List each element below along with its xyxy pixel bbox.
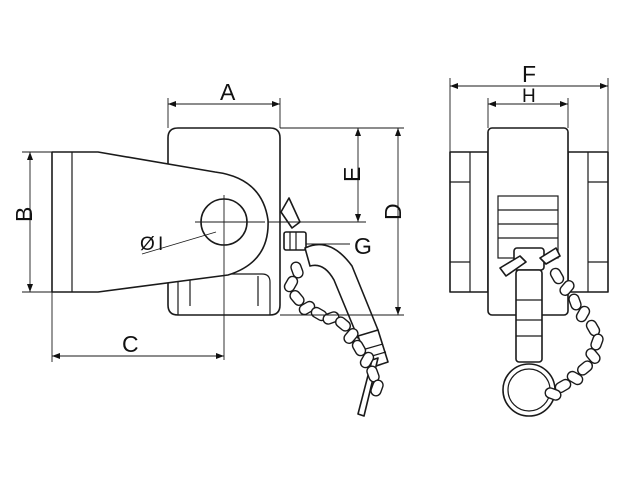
dimension-a: A [167,79,281,128]
dimension-b: B [11,151,52,293]
callout-g: G [306,233,372,259]
diameter-symbol: Ø [140,234,155,255]
label-e: E [339,167,365,182]
label-d: D [380,203,406,220]
label-h: H [522,86,536,107]
label-a: A [220,79,236,105]
front-pin-lever-r [539,247,561,265]
label-b: B [11,207,37,222]
front-pin-shaft [515,269,543,363]
dimension-c: C [51,292,224,362]
dimension-d: D [280,127,406,316]
left-flange [449,151,489,293]
pin-collar [283,231,307,251]
dimension-e: E [268,127,366,223]
dimension-i: Ø I [140,231,217,255]
front-chain [544,267,604,401]
label-g: G [354,233,372,259]
dimension-h: H [487,86,569,128]
side-view: A B C E [11,79,406,417]
side-chain [283,261,384,397]
label-c: C [122,331,139,357]
tongue-piece [51,151,269,293]
front-pin-lever [499,255,527,277]
label-f: F [522,61,536,87]
label-i: I [158,234,163,255]
dimension-f: F [449,61,609,152]
front-view: F H [449,61,609,417]
spring-pin-cap [280,197,301,229]
